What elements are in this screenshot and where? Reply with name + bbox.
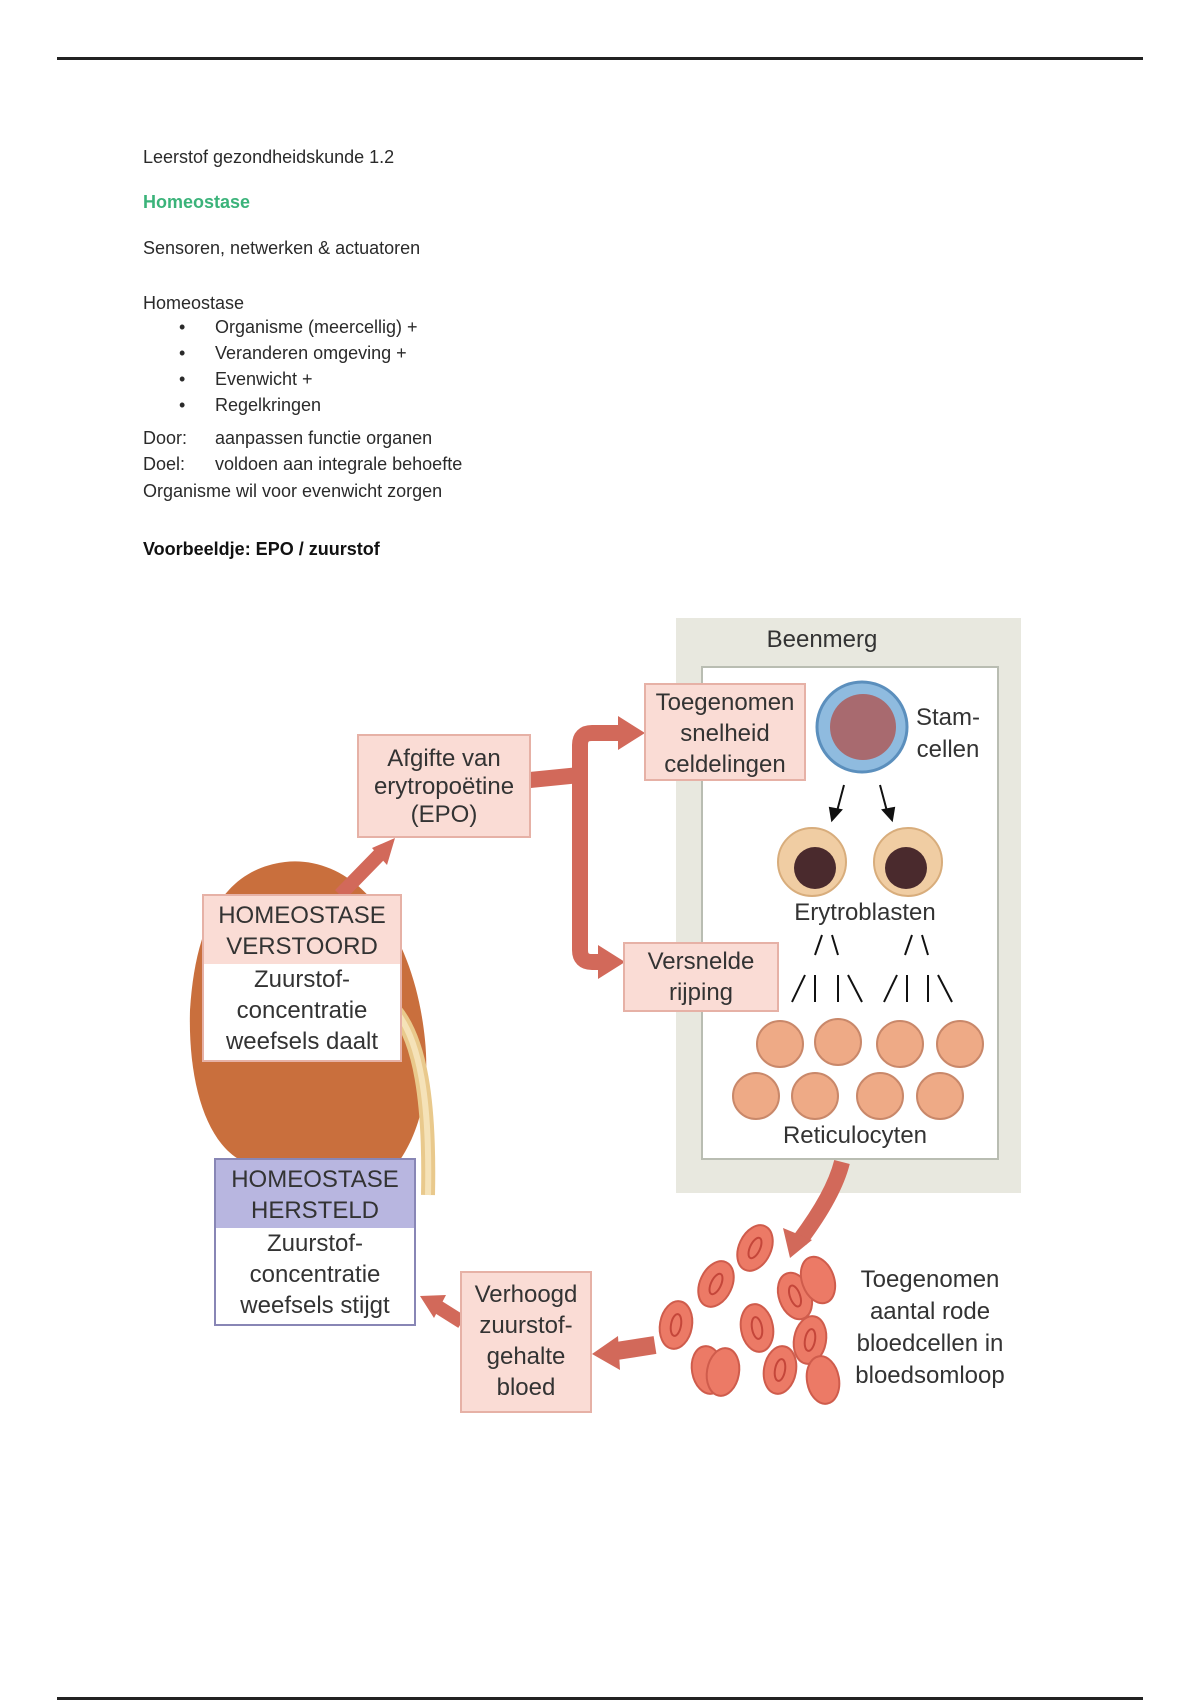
- oxygen-line4: bloed: [496, 1374, 556, 1401]
- epo-line2: erytropoëtine: [373, 773, 515, 800]
- restored-head-line2: HERSTELD: [250, 1197, 380, 1224]
- erythroblast-icon: [873, 827, 943, 897]
- maturation-line2: rijping: [668, 979, 734, 1006]
- door-label: Door:: [143, 428, 188, 448]
- arrow-head-blood: [783, 1228, 812, 1258]
- disturbed-body-line3: weefsels daalt: [225, 1028, 379, 1055]
- epo-box: Afgifte van erytropoëtine (EPO): [357, 734, 531, 838]
- division-line2: snelheid: [680, 720, 770, 747]
- reticulocyte-icons: [732, 1018, 984, 1120]
- oxygen-blood-box: Verhoogd zuurstof- gehalte bloed: [460, 1271, 592, 1413]
- stem-cells-line1: Stam-: [915, 704, 980, 731]
- arrow-to-division: [529, 725, 620, 788]
- arrow-to-restored: [431, 1299, 466, 1328]
- maturation-box: Versnelde rijping: [623, 942, 779, 1012]
- oxygen-line3: gehalte: [486, 1343, 566, 1370]
- doel-label: Doel:: [143, 454, 186, 474]
- footer-rule: [57, 1697, 1143, 1700]
- bullet-item: Organisme (meercellig) +: [143, 314, 418, 340]
- rbc-label: Toegenomen aantal rode bloedcellen in bl…: [840, 1264, 1020, 1392]
- doel-row: Doel: voldoen aan integrale behoefte: [143, 451, 462, 477]
- arrow-head-restored: [420, 1295, 446, 1318]
- disturbed-head-line2: VERSTOORD: [226, 933, 378, 960]
- maturation-line1: Versnelde: [647, 948, 755, 975]
- bullet-item: Veranderen omgeving +: [143, 340, 418, 366]
- arrow-head-maturation: [598, 945, 625, 979]
- restored-head-line1: HOMEOSTASE: [231, 1166, 399, 1193]
- arrow-to-maturation: [572, 775, 600, 970]
- disturbed-body-line1: Zuurstof-: [253, 966, 351, 993]
- arrow-head-division: [618, 716, 645, 750]
- stem-arrows: [828, 784, 896, 823]
- division-line3: celdelingen: [664, 751, 786, 778]
- arrow-head-oxygen: [592, 1336, 620, 1370]
- erythroblasts-label: Erytroblasten: [794, 899, 936, 926]
- bullet-item: Evenwicht +: [143, 366, 418, 392]
- arrow-head-epo: [372, 838, 395, 865]
- rbc-line3: bloedcellen in: [856, 1330, 1004, 1357]
- restored-body-line1: Zuurstof-: [266, 1230, 364, 1257]
- restored-header: HOMEOSTASE HERSTELD: [216, 1160, 414, 1228]
- homeostasis-restored-box: HOMEOSTASE HERSTELD Zuurstof- concentrat…: [214, 1158, 416, 1326]
- stem-cell-icon: [815, 680, 909, 774]
- oxygen-line2: zuurstof-: [479, 1312, 573, 1339]
- rbc-line2: aantal rode: [869, 1298, 991, 1325]
- stem-cells-line2: cellen: [916, 736, 980, 763]
- homeostase-bullets: Organisme (meercellig) + Veranderen omge…: [143, 314, 418, 418]
- arrow-to-epo: [334, 847, 388, 900]
- arrow-to-blood: [793, 1159, 850, 1245]
- door-value: aanpassen functie organen: [215, 428, 433, 448]
- red-blood-cells: [658, 1224, 841, 1405]
- erythroblast-arrows: [791, 934, 953, 1003]
- summary-text: Organisme wil voor evenwicht zorgen: [143, 481, 443, 501]
- header-rule: [57, 57, 1143, 60]
- bullet-item: Regelkringen: [143, 392, 418, 418]
- stem-cells-label: Stam- cellen: [908, 702, 988, 766]
- disturbed-body-line2: concentratie: [236, 997, 368, 1024]
- red-blood-cell-centers: [669, 1236, 817, 1382]
- disturbed-head-line1: HOMEOSTASE: [218, 902, 386, 929]
- division-box: Toegenomen snelheid celdelingen: [644, 683, 806, 781]
- epo-line3: (EPO): [410, 801, 478, 828]
- disturbed-header: HOMEOSTASE VERSTOORD: [204, 896, 400, 964]
- rbc-line1: Toegenomen: [860, 1266, 1000, 1293]
- subheading: Sensoren, netwerken & actuatoren: [143, 238, 421, 258]
- homeostasis-disturbed-box: HOMEOSTASE VERSTOORD Zuurstof- concentra…: [202, 894, 402, 1062]
- division-line1: Toegenomen: [655, 689, 795, 716]
- door-row: Door: aanpassen functie organen: [143, 425, 432, 451]
- restored-body-line3: weefsels stijgt: [240, 1292, 390, 1319]
- reticulocytes-label: Reticulocyten: [782, 1122, 928, 1149]
- rbc-line4: bloedsomloop: [855, 1362, 1005, 1389]
- doel-value: voldoen aan integrale behoefte: [215, 454, 463, 474]
- homeostase-title: Homeostase: [143, 293, 245, 313]
- bone-marrow-title: Beenmerg: [766, 626, 878, 653]
- epo-line1: Afgifte van: [387, 745, 501, 772]
- course-title: Leerstof gezondheidskunde 1.2: [143, 147, 395, 167]
- example-heading: Voorbeeldje: EPO / zuurstof: [143, 539, 380, 559]
- restored-body-line2: concentratie: [249, 1261, 381, 1288]
- section-heading: Homeostase: [143, 192, 251, 212]
- oxygen-line1: Verhoogd: [474, 1281, 578, 1308]
- erythroblast-icon: [777, 827, 847, 897]
